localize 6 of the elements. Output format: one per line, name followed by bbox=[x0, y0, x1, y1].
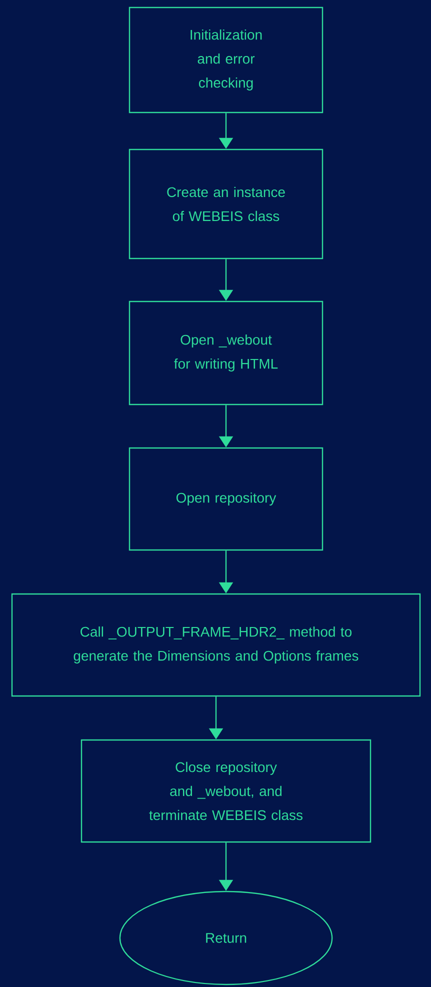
process-box: Call _OUTPUT_FRAME_HDR2_ method to generate the Dimensions and Options frames bbox=[11, 593, 421, 697]
process-box: Open repository bbox=[128, 447, 324, 551]
process-box: Initialization and error checking bbox=[128, 6, 324, 114]
process-box: Close repository and _webout, and terminate WEBEIS class bbox=[80, 739, 372, 843]
process-box: Create an instance of WEBEIS class bbox=[128, 148, 324, 260]
process-box: Open _webout for writing HTML bbox=[128, 300, 324, 406]
